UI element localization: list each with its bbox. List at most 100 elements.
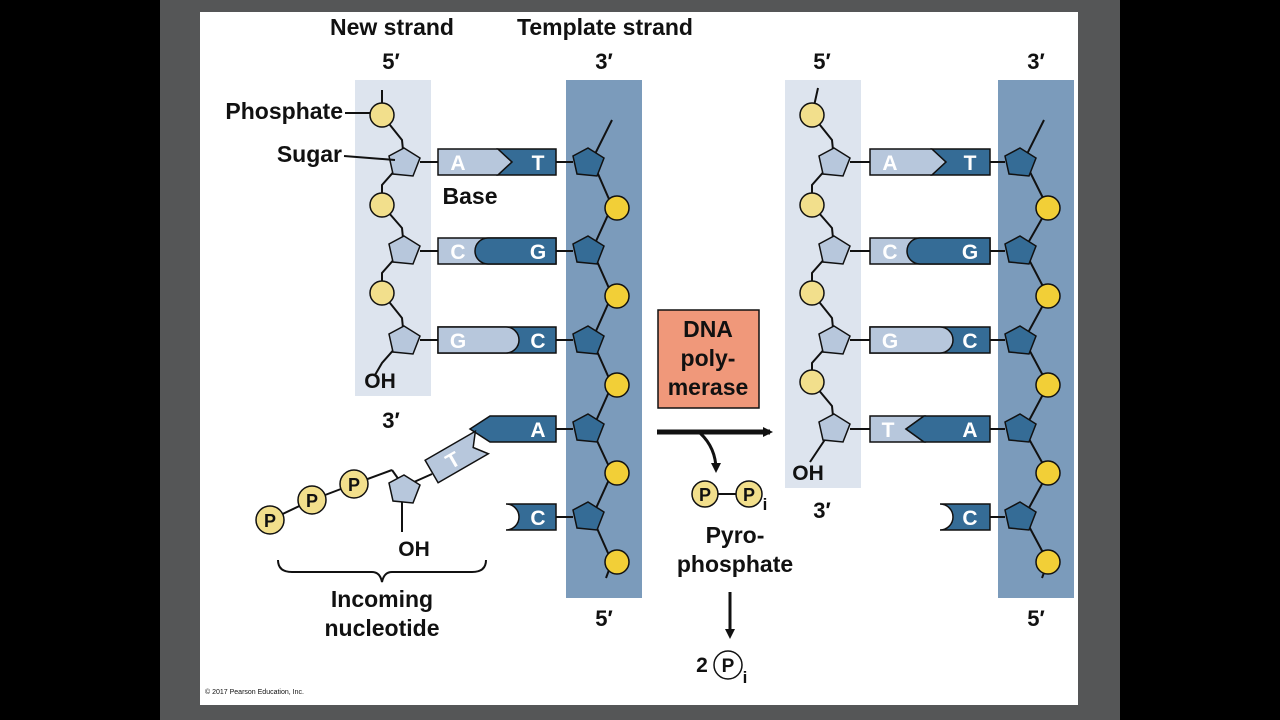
p-label: P — [743, 485, 755, 505]
oh-label: OH — [398, 538, 430, 561]
three-prime-label: 3′ — [595, 49, 613, 74]
phosphate-circle — [369, 102, 395, 128]
p-circle — [297, 485, 327, 515]
sugar-pentagon — [572, 147, 605, 177]
sugar-pentagon — [388, 325, 421, 355]
phosphate-circle — [604, 283, 630, 309]
base-letter: A — [450, 152, 465, 175]
brace — [277, 559, 487, 583]
phosphate-circle — [1035, 195, 1061, 221]
base-letter: A — [962, 419, 977, 442]
base-letter: A — [530, 419, 545, 442]
sugar-pentagon — [388, 147, 421, 177]
sugar-pentagon — [572, 325, 605, 355]
five-prime-label: 5′ — [382, 49, 400, 74]
sugar-label: Sugar — [277, 141, 342, 167]
new-strand-label: New strand — [330, 14, 454, 40]
base-letter: T — [532, 152, 545, 175]
sugar-pentagon — [818, 325, 851, 355]
incoming-nucleotide-label: nucleotide — [324, 615, 439, 641]
p-circle — [339, 469, 369, 499]
phosphate-circle — [1035, 460, 1061, 486]
sugar-pentagon — [388, 235, 421, 265]
base-pair-t-a: T A — [869, 415, 991, 443]
base-pair-g-c: G C — [437, 326, 557, 354]
base-pair-a-t: A T — [869, 148, 991, 176]
enzyme-box — [657, 309, 760, 409]
five-prime-label: 5′ — [813, 49, 831, 74]
template-base-c: C — [505, 503, 557, 531]
i-subscript: i — [743, 668, 748, 687]
enzyme-label: poly- — [681, 345, 736, 371]
phosphate-circle — [604, 195, 630, 221]
p-circle — [255, 505, 285, 535]
base-pair-a-t: A T — [437, 148, 557, 176]
base-letter: T — [964, 152, 977, 175]
base-letter: C — [962, 507, 977, 530]
template-strand-label: Template strand — [517, 14, 693, 40]
p-label: P — [699, 485, 711, 505]
incoming-nucleotide-label: Incoming — [331, 586, 433, 612]
three-prime-label: 3′ — [1027, 49, 1045, 74]
sugar-pentagon — [572, 235, 605, 265]
pyrophosphate-label: Pyro- — [706, 522, 765, 548]
three-prime-label: 3′ — [382, 408, 400, 433]
sugar-pentagon — [1004, 235, 1037, 265]
template-base-a: A — [468, 415, 557, 443]
base-pair-c-g: C G — [437, 237, 557, 265]
sugar-pentagon — [388, 474, 421, 504]
pyrophosphate-label: phosphate — [677, 551, 793, 577]
phosphate-circle — [799, 280, 825, 306]
five-prime-label: 5′ — [1027, 606, 1045, 631]
base-letter: G — [962, 241, 978, 264]
template-base-c: C — [939, 503, 991, 531]
p-label: P — [722, 656, 735, 677]
phosphate-circle — [369, 192, 395, 218]
phosphate-circle — [604, 460, 630, 486]
sugar-pentagon — [1004, 147, 1037, 177]
pyrophosphate: P P i — [691, 480, 768, 514]
p-label: P — [348, 475, 360, 495]
i-subscript: i — [763, 495, 768, 514]
phosphate-circle — [799, 192, 825, 218]
base-letter: C — [530, 330, 545, 353]
phosphate-circle — [1035, 372, 1061, 398]
incoming-nucleotide: T P P P — [255, 429, 491, 535]
base-letter: T — [882, 419, 895, 442]
oh-label: OH — [792, 462, 824, 485]
phosphate-circle — [604, 549, 630, 575]
sugar-pentagon — [1004, 501, 1037, 531]
p-label: P — [306, 491, 318, 511]
phosphate-circle — [1035, 549, 1061, 575]
base-letter: C — [882, 241, 897, 264]
sugar-pentagon — [572, 413, 605, 443]
p-label: P — [264, 511, 276, 531]
sugar-pentagon — [818, 147, 851, 177]
base-letter: G — [450, 330, 466, 353]
sugar-pentagon — [818, 235, 851, 265]
copyright-text: © 2017 Pearson Education, Inc. — [205, 688, 304, 696]
sugar-pentagon — [1004, 413, 1037, 443]
sugar-pentagon — [818, 413, 851, 443]
enzyme-label: merase — [668, 374, 749, 400]
base-letter: A — [882, 152, 897, 175]
sugar-pentagon — [572, 501, 605, 531]
base-label: Base — [443, 183, 498, 209]
oh-label: OH — [364, 370, 396, 393]
base-letter: G — [530, 241, 546, 264]
five-prime-label: 5′ — [595, 606, 613, 631]
phosphate-circle — [604, 372, 630, 398]
base-letter: C — [530, 507, 545, 530]
phosphate-label: Phosphate — [225, 98, 343, 124]
phosphate-circle — [1035, 283, 1061, 309]
sugar-pentagon — [1004, 325, 1037, 355]
phosphate-circle — [799, 102, 825, 128]
three-prime-label: 3′ — [813, 498, 831, 523]
phosphate-circle — [369, 280, 395, 306]
enzyme-label: DNA — [683, 316, 733, 342]
base-letter: C — [450, 241, 465, 264]
two-label: 2 — [696, 654, 708, 677]
base-letter: G — [882, 330, 898, 353]
base-pair-g-c: G C — [869, 326, 991, 354]
